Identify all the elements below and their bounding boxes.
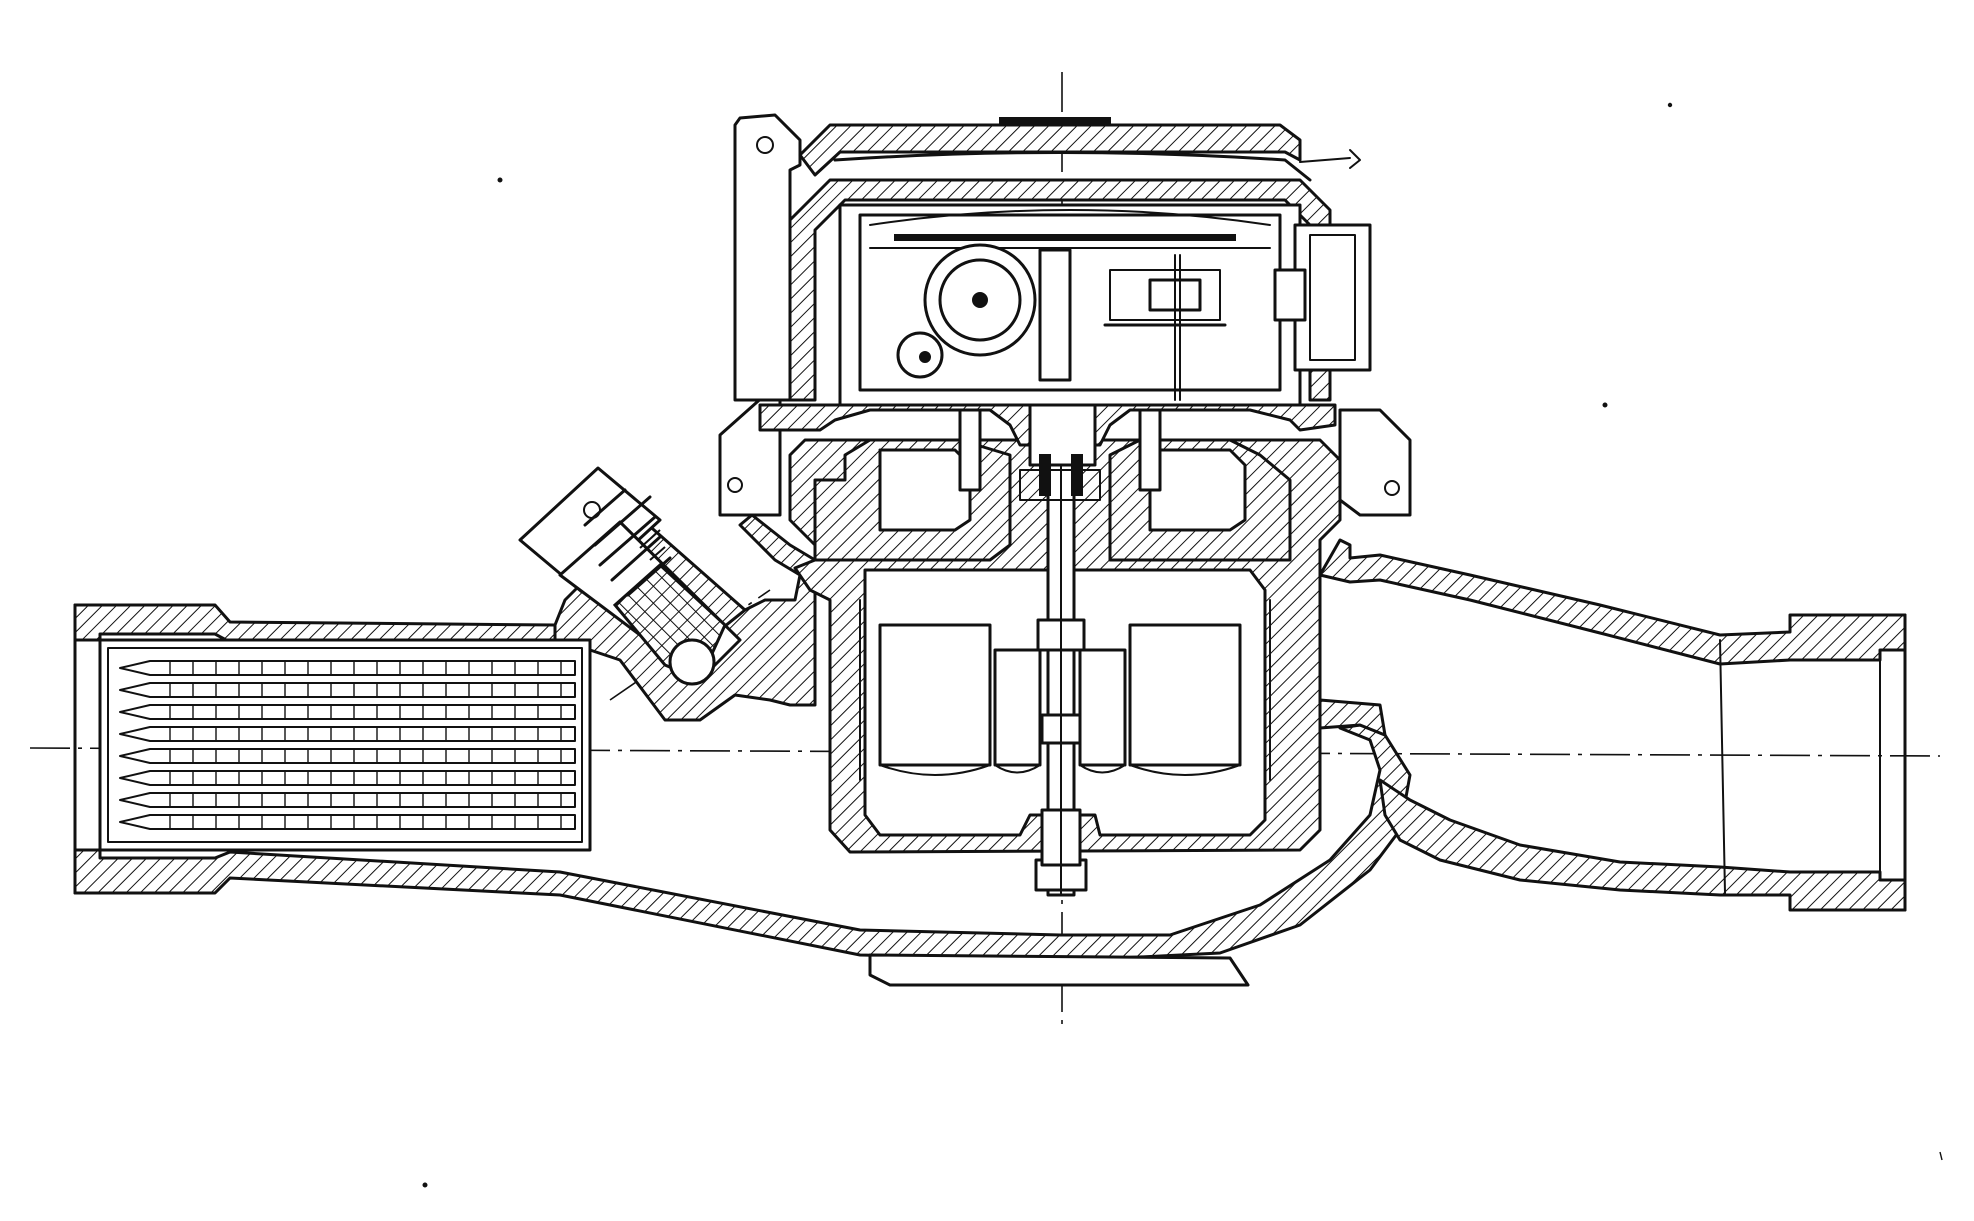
register-side-bracket (1293, 223, 1372, 372)
strainer-fin (119, 770, 576, 786)
strainer-fin (119, 660, 576, 676)
strainer-fin (119, 748, 576, 764)
scan-marks (422, 102, 1943, 1188)
strainer-fin (119, 682, 576, 698)
right-lug (1338, 408, 1412, 517)
register-head (718, 113, 1412, 517)
inspection-plug (518, 466, 747, 686)
strainer-fin (119, 726, 576, 742)
strainer-fin (119, 704, 576, 720)
inlet-strainer (98, 638, 592, 852)
outlet-upper-wall (1318, 538, 1907, 666)
register-lid (798, 123, 1302, 177)
strainer-fin (119, 814, 576, 830)
lid-hinge (733, 113, 802, 402)
meter-housing (788, 438, 1387, 897)
register-case (788, 178, 1332, 402)
bottom-foot (868, 953, 1250, 987)
outlet-lower-wall (1378, 778, 1907, 912)
strainer-fin (119, 792, 576, 808)
